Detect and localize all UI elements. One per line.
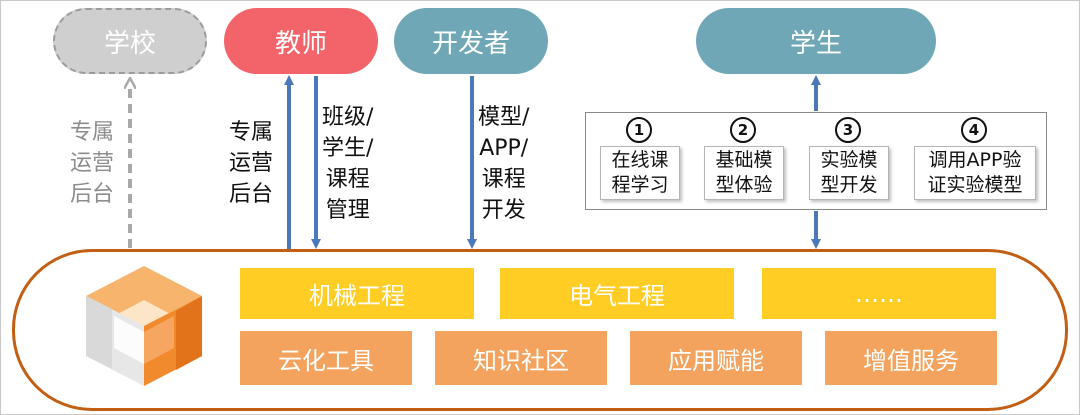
role-teacher: 教师 (224, 8, 378, 74)
step-3: 实验模型开发 (809, 146, 889, 200)
step-number-2: 2 (730, 117, 756, 143)
role-student: 学生 (696, 8, 936, 74)
role-school: 学校 (53, 8, 207, 74)
platform-logo (86, 266, 202, 386)
role-developer: 开发者 (394, 8, 548, 74)
service-tile-4: 增值服务 (825, 331, 997, 385)
step-number-1: 1 (626, 117, 652, 143)
step-2: 基础模型体验 (704, 146, 784, 200)
domain-tile-1: 机械工程 (240, 268, 474, 319)
step-1: 在线课程学习 (600, 146, 680, 200)
teacher-manage-label: 班级/ 学生/ 课程 管理 (322, 105, 374, 223)
step-number-4: 4 (961, 117, 987, 143)
school-ops-label: 专属 运营 后台 (70, 120, 115, 207)
service-tile-3: 应用赋能 (630, 331, 802, 385)
step-4: 调用APP验证实验模型 (914, 146, 1036, 200)
teacher-ops-label: 专属 运营 后台 (229, 120, 274, 207)
domain-tile-2: 电气工程 (500, 268, 734, 319)
service-tile-2: 知识社区 (435, 331, 607, 385)
domain-tile-3: …… (762, 268, 996, 319)
dev-build-label: 模型/ APP/ 课程 开发 (478, 105, 530, 223)
service-tile-1: 云化工具 (240, 331, 412, 385)
step-number-3: 3 (835, 117, 861, 143)
